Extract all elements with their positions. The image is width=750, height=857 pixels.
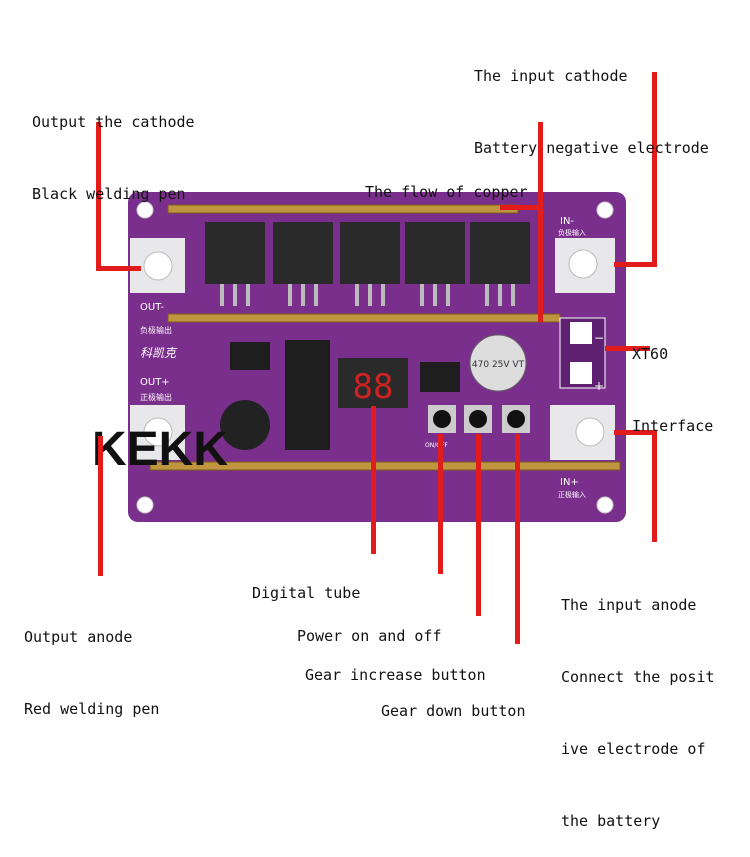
label-line: Connect the posit <box>561 668 715 686</box>
mosfet-row <box>205 222 530 306</box>
label-line: Battery negative electrode <box>474 139 709 157</box>
pad-hole <box>143 417 173 447</box>
label-line: Power on and off <box>297 627 442 645</box>
label-line: the battery <box>561 812 661 830</box>
label-line: Digital tube <box>252 584 361 602</box>
label-line: Output anode <box>24 628 133 646</box>
silk-in-plus-cn: 正极输入 <box>558 490 586 499</box>
label-line: Red welding pen <box>24 700 160 718</box>
leader-output-cathode <box>96 266 141 271</box>
label-digital-tube: Digital tube <box>252 533 360 629</box>
capacitor <box>469 334 527 392</box>
silk-in-minus: IN- <box>560 216 574 227</box>
mount-hole <box>596 496 614 514</box>
xt60-pin <box>570 322 592 344</box>
leader-output-cathode <box>96 122 101 270</box>
transistor <box>420 362 460 392</box>
leader-input-anode <box>652 430 657 542</box>
label-copper-flow: The flow of copper <box>365 132 528 228</box>
button-gear-increase[interactable] <box>464 405 492 433</box>
silk-brand: 科凯克 <box>140 346 178 360</box>
leader-gear-down <box>515 434 520 644</box>
label-line: XT60 <box>632 345 669 363</box>
copper-bar <box>149 461 621 471</box>
label-line: Gear down button <box>381 702 526 720</box>
label-output-cathode: Output the cathode Black welding pen <box>32 62 195 230</box>
pad-hole <box>143 251 173 281</box>
label-xt60: XT60 Interface <box>632 294 713 462</box>
leader-xt60 <box>605 346 650 351</box>
leader-copper <box>538 122 543 322</box>
label-input-anode: The input anode Connect the posit ive el… <box>561 545 715 857</box>
silk-out-plus: OUT+ <box>140 377 170 388</box>
silk-in-minus-cn: 负极输入 <box>558 228 586 237</box>
label-line: ive electrode of <box>561 740 706 758</box>
digital-tube-digits: 88 <box>353 367 394 407</box>
label-line: Gear increase button <box>305 666 486 684</box>
xt60-minus-mark: − <box>594 331 604 345</box>
pad-hole <box>568 249 598 279</box>
label-line: The input anode <box>561 596 697 614</box>
label-line: Interface <box>632 417 714 435</box>
leader-gear-increase <box>476 434 481 616</box>
label-power: Power on and off <box>297 576 442 672</box>
leader-digital-tube <box>371 406 376 554</box>
label-gear-down: Gear down button <box>381 651 526 747</box>
leader-input-anode <box>614 430 657 435</box>
mount-hole <box>136 201 154 219</box>
mount-hole <box>136 496 154 514</box>
leader-input-cathode <box>652 72 657 267</box>
leader-copper <box>500 205 542 210</box>
label-line: The flow of copper <box>365 183 528 201</box>
label-line: Black welding pen <box>32 185 186 203</box>
copper-bar <box>167 313 561 323</box>
label-line: The input cathode <box>474 67 628 85</box>
silk-out-plus-cn: 正极输出 <box>140 392 172 402</box>
button-power[interactable] <box>428 405 456 433</box>
silk-in-plus: IN+ <box>560 477 579 488</box>
label-gear-increase: Gear increase button <box>305 615 486 711</box>
leader-output-anode <box>98 436 103 576</box>
xt60-pin <box>570 362 592 384</box>
silk-out-minus: OUT- <box>140 302 164 313</box>
regulator <box>230 342 270 370</box>
label-output-anode: Output anode Red welding pen <box>24 577 159 745</box>
xt60-plus-mark: + <box>594 379 604 393</box>
watermark-logo: KEKK <box>92 423 228 476</box>
leader-input-cathode <box>614 262 657 267</box>
capacitor-text: 470 25V VT <box>472 360 525 370</box>
silk-out-minus-cn: 负极输出 <box>140 325 172 335</box>
ic-chip <box>285 340 330 450</box>
welder-board: 470 25V VT 88 − + OUT- 负极输出 科凯克 OUT+ 正极输… <box>92 192 626 522</box>
mount-hole <box>596 201 614 219</box>
digital-tube <box>338 358 408 408</box>
buzzer <box>220 400 270 450</box>
label-line: Output the cathode <box>32 113 195 131</box>
pad-hole <box>575 417 605 447</box>
button-gear-down[interactable] <box>502 405 530 433</box>
silk-onoff: ON/OFF <box>425 442 448 449</box>
label-input-cathode: The input cathode Battery negative elect… <box>474 16 709 184</box>
leader-power <box>438 434 443 574</box>
